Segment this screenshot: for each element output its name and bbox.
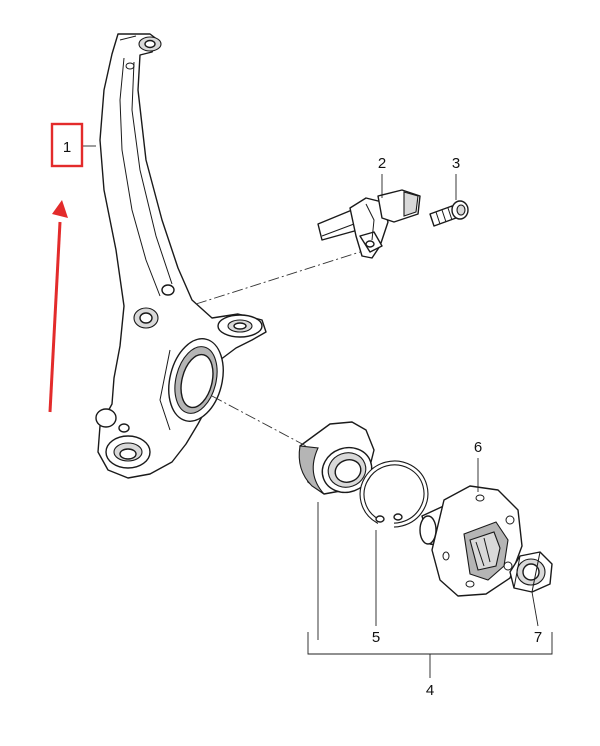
callout-labels: 1 2 3 4 5 6 7 [63,139,542,699]
callout-1: 1 [63,139,71,156]
callout-6: 6 [474,439,482,456]
red-direction-arrow [48,200,68,413]
circlip-part [359,460,429,528]
wheel-bearing-part [298,421,375,495]
axle-nut-part [509,551,553,593]
callout-5: 5 [372,629,380,646]
sensor-bolt-part [429,200,469,227]
callout-2: 2 [378,155,386,172]
steering-knuckle-part [95,33,267,479]
alignment-lines [195,251,361,447]
callout-3: 3 [452,155,460,172]
wheel-speed-sensor-part [317,189,421,259]
leader-lines [82,145,553,678]
callout-7: 7 [534,629,542,646]
wheel-hub-part [419,485,523,597]
callout-4: 4 [426,682,434,699]
callout-1-highlight-box [50,122,84,168]
